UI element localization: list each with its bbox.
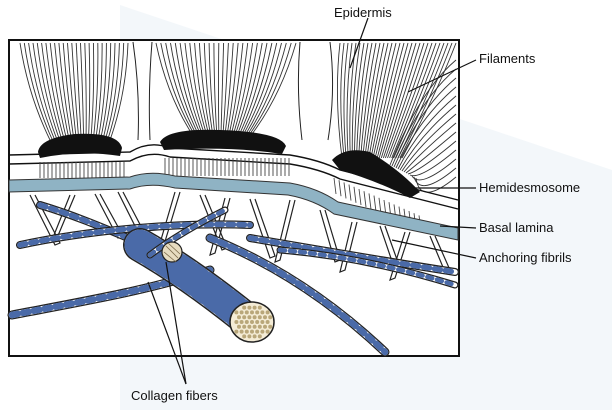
fibril-dot (247, 325, 251, 329)
epidermis-label: Epidermis (334, 6, 392, 20)
fibril-dot (250, 310, 254, 314)
fibril-dot (263, 325, 267, 329)
fibril-dot (250, 320, 254, 324)
fibril-dot (247, 315, 251, 319)
fibril-dot (242, 315, 246, 319)
hemidesmosome-label: Hemidesmosome (479, 181, 580, 195)
fibril-dot (255, 330, 259, 334)
fibril-dot (245, 330, 249, 334)
fibril-dot (234, 310, 238, 314)
fibril-dot (258, 334, 262, 338)
fibril-dot (253, 315, 257, 319)
fibril-dot (242, 325, 246, 329)
fibril-dot (247, 334, 251, 338)
fibril-dot (234, 320, 238, 324)
fibril-dot (240, 310, 244, 314)
fibril-dot (240, 330, 244, 334)
fibril-dot (268, 325, 272, 329)
fibril-dot (266, 320, 270, 324)
fibril-dot (266, 330, 270, 334)
fibril-dot (242, 334, 246, 338)
fibril-dot (260, 330, 264, 334)
fibril-dot (240, 320, 244, 324)
fibril-dot (266, 310, 270, 314)
fibril-dot (268, 315, 272, 319)
collagen-fibers-label: Collagen fibers (131, 389, 218, 403)
anchoring-fibrils-label: Anchoring fibrils (479, 251, 572, 265)
fibril-dot (258, 315, 262, 319)
fibril-dot (255, 320, 259, 324)
fibril-dot (237, 315, 241, 319)
fibril-dot (263, 315, 267, 319)
fibril-dot (245, 310, 249, 314)
fibril-dot (247, 306, 251, 310)
fibril-dot (260, 310, 264, 314)
fibril-dot (245, 320, 249, 324)
fibril-dot (258, 325, 262, 329)
fibril-dot (250, 330, 254, 334)
fibril-dot (242, 306, 246, 310)
fibril-dot (255, 310, 259, 314)
fibril-dot (260, 320, 264, 324)
filaments-label: Filaments (479, 52, 535, 66)
fibril-dot (253, 306, 257, 310)
fibril-dot (253, 325, 257, 329)
fibril-dot (234, 330, 238, 334)
basal-lamina-label: Basal lamina (479, 221, 553, 235)
fibril-dot (253, 334, 257, 338)
fibril-dot (258, 306, 262, 310)
fibril-dot (237, 325, 241, 329)
